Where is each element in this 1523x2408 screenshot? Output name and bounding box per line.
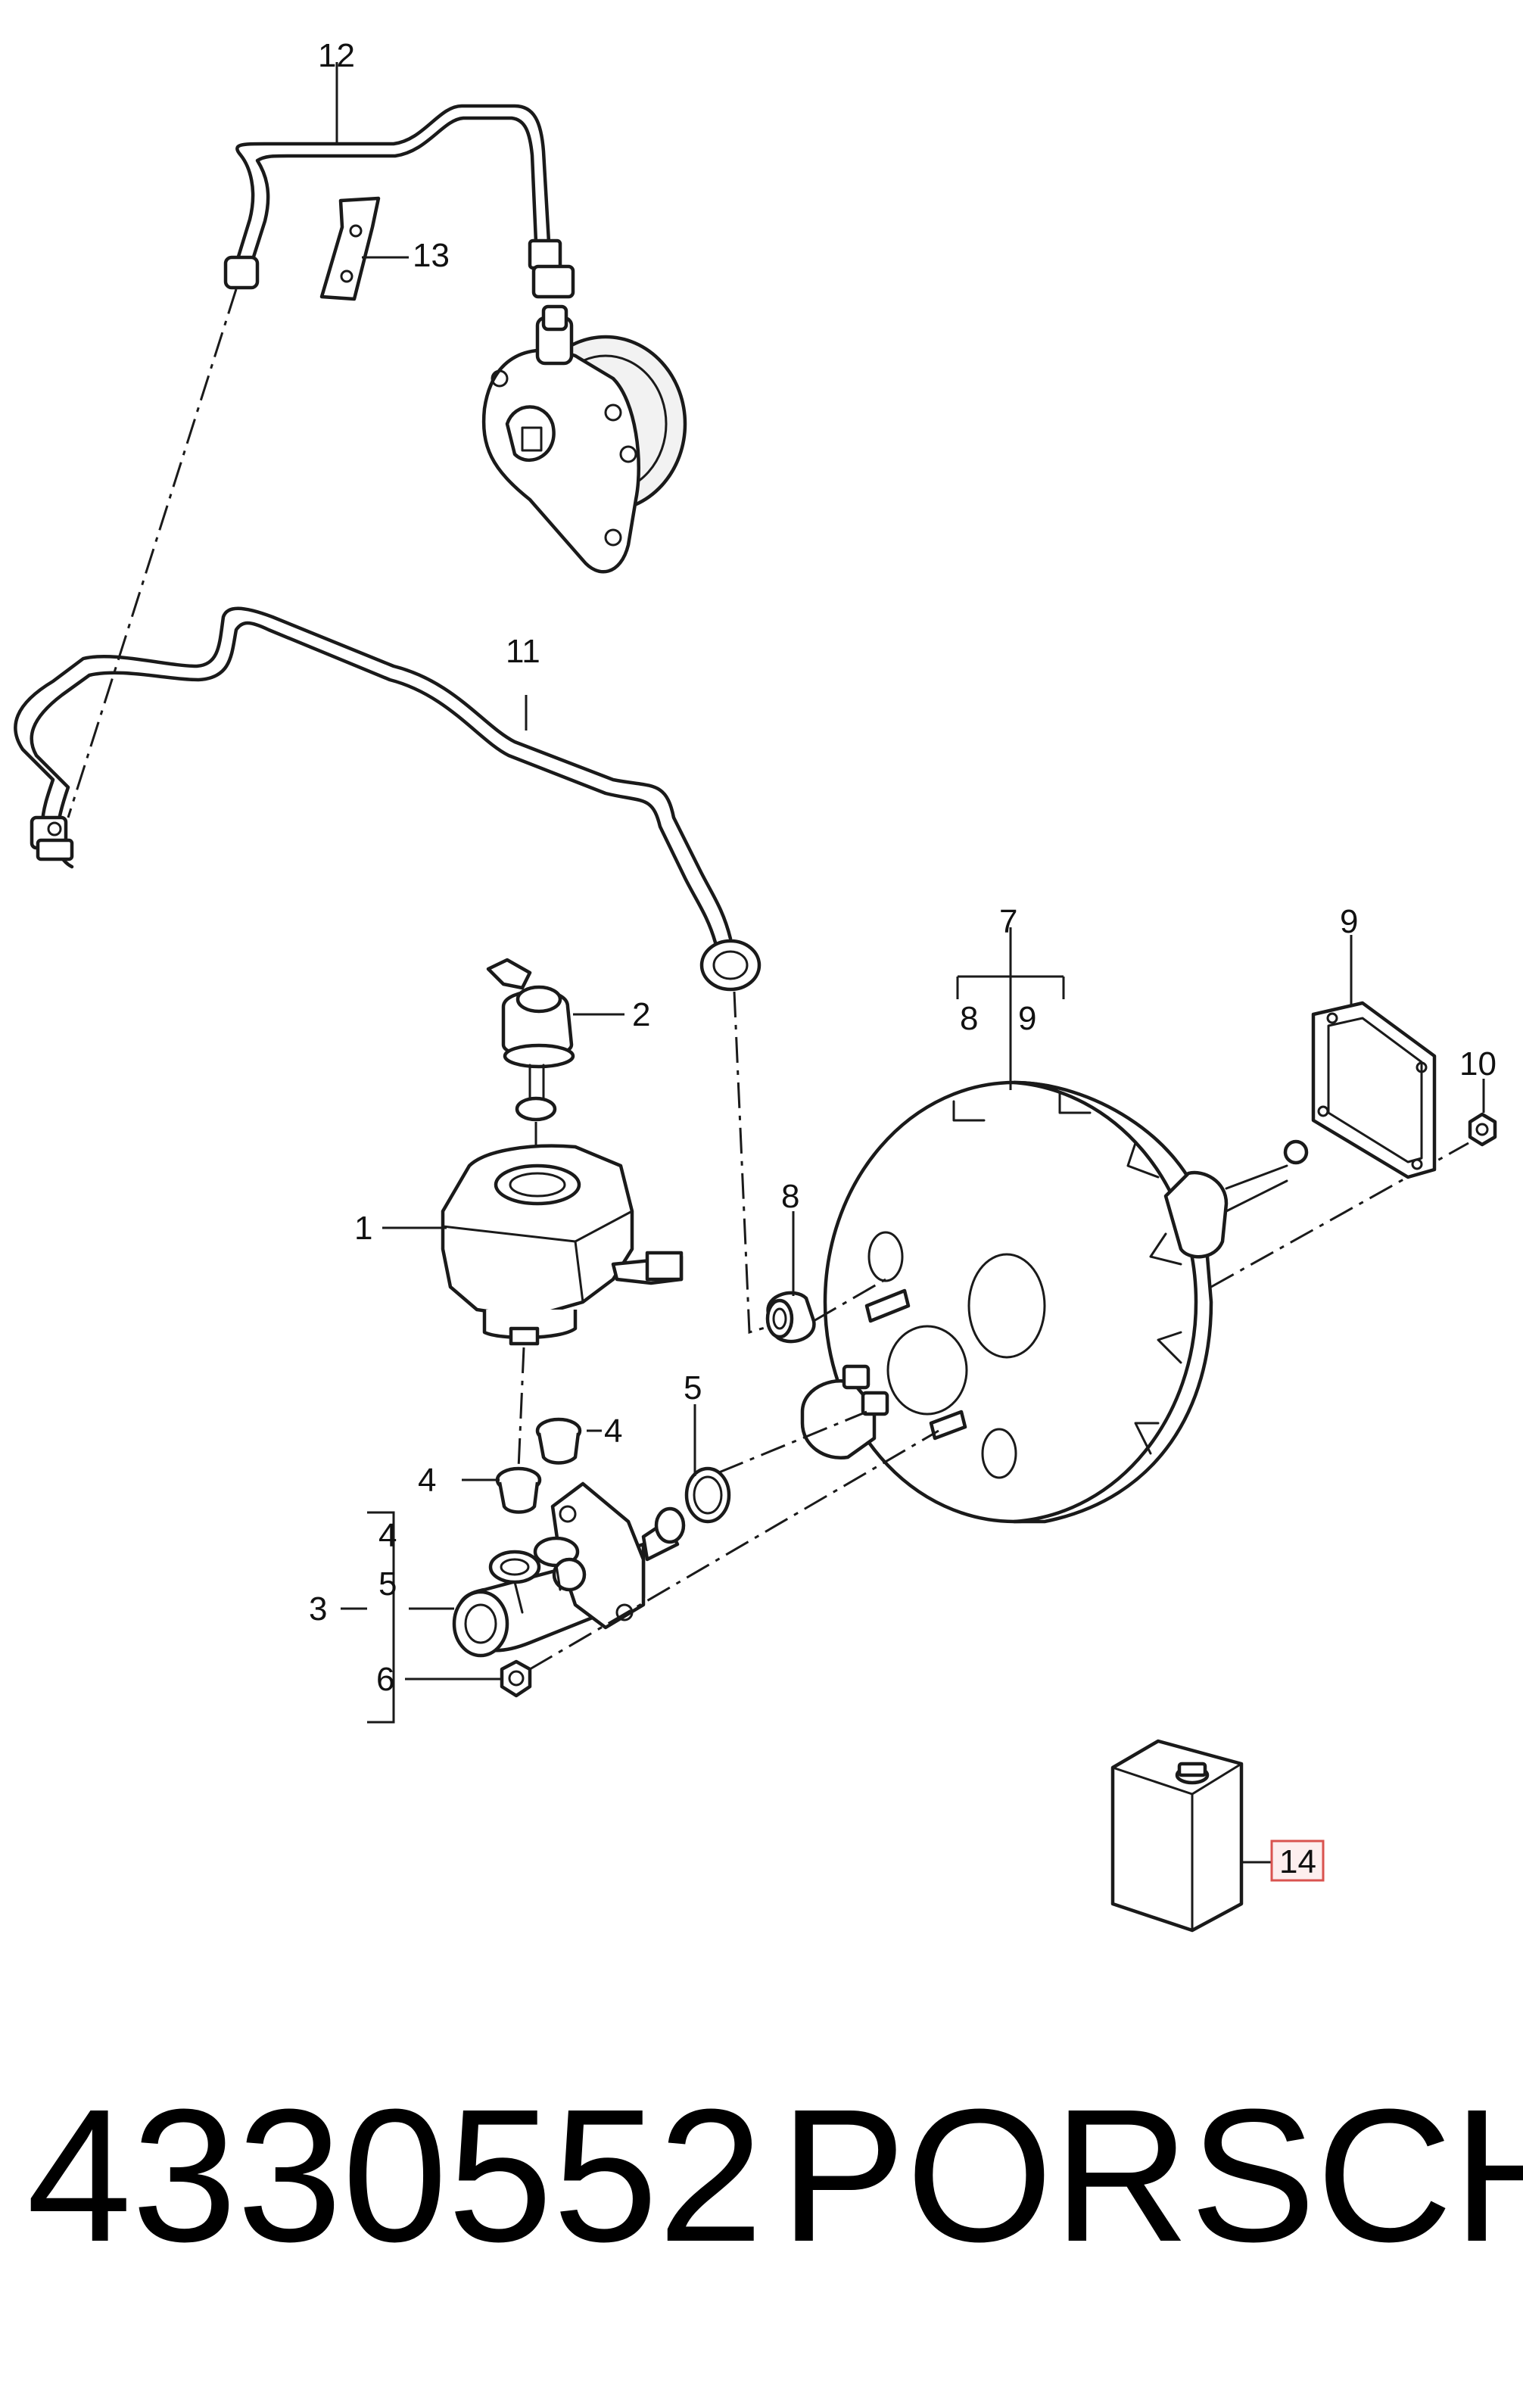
- callout-1: 1: [354, 1210, 372, 1247]
- callout-2: 2: [632, 996, 650, 1033]
- callout-11: 11: [506, 633, 540, 670]
- callout-6: 6: [376, 1661, 394, 1698]
- part-4-grommet-left[interactable]: [495, 1466, 542, 1514]
- callout-labels: 12 13 11 2 1 7 8 9 9 10 8 5 4 4 4 5 3 6 …: [309, 37, 1497, 1882]
- callout-13: 13: [413, 237, 450, 274]
- callout-14: 14: [1279, 1843, 1316, 1880]
- leader-lines: [335, 62, 1485, 1864]
- part-10-nut[interactable]: [1468, 1112, 1497, 1147]
- part-number-caption: 4330552: [26, 2070, 763, 2281]
- caption: 4330552 PORSCHE: [26, 2070, 1523, 2281]
- callout-7: 7: [999, 903, 1017, 940]
- callout-10: 10: [1459, 1045, 1497, 1083]
- hose-nut-right: [531, 264, 575, 299]
- part-11-brake-line[interactable]: [14, 606, 762, 992]
- hose-end-fitting-left: [223, 255, 260, 290]
- callout-4-left: 4: [418, 1462, 436, 1499]
- dashdot-link-6-7: [529, 1429, 939, 1671]
- callout-4-right: 4: [604, 1413, 622, 1450]
- dashdot-link-12-11: [67, 288, 238, 818]
- part-2-reservoir-cap[interactable]: [486, 958, 575, 1122]
- callout-12: 12: [318, 37, 355, 74]
- callout-8-bracket: 8: [960, 1000, 978, 1037]
- part-6-nut[interactable]: [500, 1659, 532, 1698]
- part-9-gasket[interactable]: [1311, 1001, 1437, 1179]
- dashdot-link-1-4: [517, 1347, 525, 1469]
- dashdot-link-11-8: [733, 991, 788, 1334]
- callout-5: 5: [684, 1369, 702, 1406]
- part-3-master-cylinder[interactable]: [452, 1481, 686, 1658]
- part-1-fluid-reservoir[interactable]: [441, 1144, 684, 1346]
- callout-4-bracket: 4: [378, 1517, 397, 1554]
- callout-8: 8: [781, 1178, 799, 1215]
- part-7-brake-booster[interactable]: [800, 1080, 1309, 1524]
- part-4-grommet-right[interactable]: [535, 1417, 582, 1465]
- part-13-bracket[interactable]: [319, 196, 381, 301]
- callout-5-bracket: 5: [378, 1565, 397, 1603]
- callout-9: 9: [1340, 903, 1358, 940]
- part-5-o-ring[interactable]: [684, 1466, 731, 1524]
- dashdot-link-8-7: [813, 1278, 886, 1322]
- callout-9-bracket: 9: [1018, 1000, 1036, 1037]
- brand-caption: PORSCHE: [780, 2070, 1523, 2281]
- part-8-grommet[interactable]: [765, 1291, 816, 1344]
- vacuum-pump[interactable]: [481, 304, 687, 574]
- part-12-vacuum-hose[interactable]: [223, 104, 575, 299]
- dashdot-link-5-7: [718, 1410, 867, 1474]
- callout-3: 3: [309, 1590, 327, 1628]
- part-14-brake-fluid-can[interactable]: [1110, 1739, 1244, 1933]
- callout-14-highlight-box: [1270, 1839, 1325, 1882]
- hose-connector-right: [528, 238, 562, 270]
